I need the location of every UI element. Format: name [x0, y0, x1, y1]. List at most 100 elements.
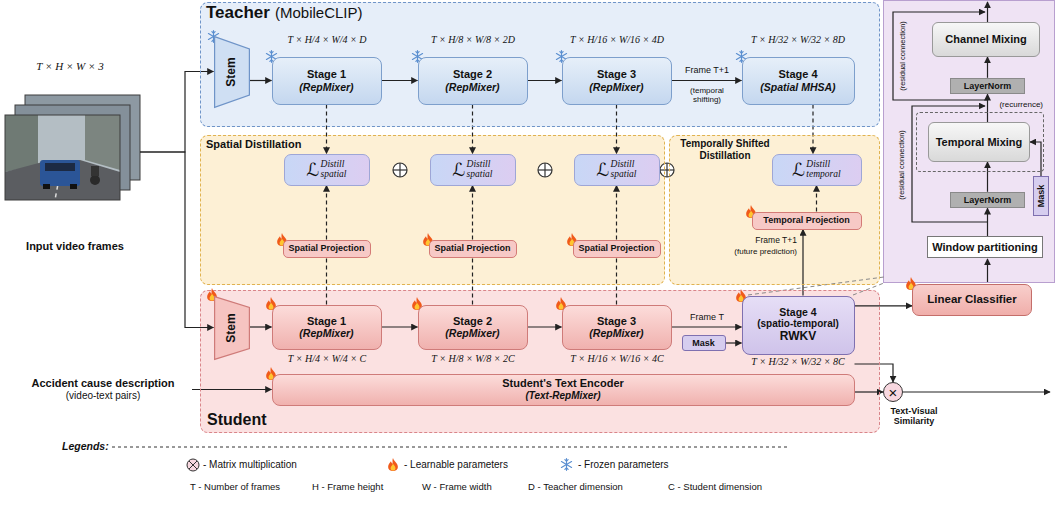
annotation: T × H/4 × W/4 × C	[265, 353, 389, 365]
legend-art	[112, 447, 790, 448]
node-text: Distill	[467, 160, 491, 170]
flow-arrow	[987, 162, 988, 192]
node-text: Linear Classifier	[927, 293, 1016, 306]
annotation: T × H/32 × W/32 × 8C	[736, 356, 860, 368]
node-text: Stage 3	[597, 315, 636, 328]
sum-symbol	[399, 163, 400, 177]
distillation-link	[326, 105, 327, 154]
distillation-link	[812, 105, 813, 154]
multiply-node: ×	[883, 382, 903, 402]
video-frames	[5, 115, 120, 200]
video-frames	[40, 160, 80, 186]
loss-scripts: Distillspatial	[611, 160, 637, 180]
text-input: Accident cause description(video-text pa…	[14, 368, 192, 410]
node-text: (RepMixer)	[299, 81, 353, 93]
sum-symbol	[538, 163, 552, 177]
video-frames	[5, 115, 120, 200]
annotation: T × H × W × 3	[20, 60, 120, 73]
norm-box: LayerNorm	[950, 192, 1025, 208]
projection-box: Temporal Projection	[752, 212, 862, 230]
annotation: T × H/16 × W/16 × 4D	[555, 34, 679, 46]
distillation-region: Spatial DistillationℒDistillspatialSpati…	[200, 135, 665, 285]
region-fill	[200, 2, 880, 127]
node-text: Accident cause description	[31, 377, 174, 390]
mixing-box: Temporal Mixing	[928, 122, 1030, 162]
annotation: (residual connection)	[898, 21, 907, 91]
loss-scripts: Distilltemporal	[806, 160, 840, 180]
flow-arrow	[802, 230, 803, 296]
flow-arrow	[1030, 142, 1041, 176]
node-text: spatial	[467, 170, 493, 180]
node-text: Stage 1	[307, 68, 346, 81]
annotation: Legends:	[62, 440, 109, 452]
node-text: Distill	[321, 160, 345, 170]
rwkv-stage: Stage 4(spatio-temporal)RWKV	[742, 296, 855, 355]
flow-arrow	[987, 57, 988, 78]
flow-arrow	[987, 94, 988, 122]
node-text: Mask	[692, 338, 715, 348]
text-encoder: Student's Text Encoder(Text-RepMixer)	[272, 374, 855, 406]
node-text: Temporal Mixing	[936, 136, 1023, 149]
legend-art	[561, 459, 571, 471]
partition-box: Window partitioning	[927, 236, 1043, 258]
flow-arrow	[987, 2, 988, 22]
node-text: Stage 1	[307, 315, 346, 328]
flow-arrow	[672, 326, 742, 327]
flow-arrow	[250, 326, 272, 327]
classifier-box: Linear Classifier	[912, 284, 1032, 316]
node-text: (Text-RepMixer)	[525, 390, 600, 402]
node-text: LayerNorm	[964, 195, 1012, 205]
node-text: ℒ	[792, 161, 805, 179]
loss-box: ℒDistilltemporal	[772, 154, 862, 186]
region-fill	[884, 1, 1055, 283]
node-text: Temporally Shifted Distillation	[675, 138, 775, 161]
teacher-stage: Stage 1(RepMixer)	[272, 57, 382, 105]
flow-arrow	[140, 72, 214, 153]
projection-box: Spatial Projection	[573, 240, 661, 258]
annotation: T × H/8 × W/8 × 2D	[411, 34, 535, 46]
rotated-text: Stem	[225, 57, 239, 86]
student-stage: Stage 1(RepMixer)	[272, 305, 382, 350]
rotated-text: Stem	[225, 313, 239, 342]
distillation-link	[616, 258, 617, 305]
loss-scripts: Distillspatial	[467, 160, 493, 180]
node-text: Stem	[225, 313, 239, 342]
video-frames	[85, 115, 120, 170]
node-text: (RepMixer)	[299, 327, 353, 339]
legend-art	[189, 461, 197, 469]
flow-arrow	[140, 152, 214, 328]
node-text: (recurrence)	[999, 100, 1043, 109]
node-text: Stage 4	[778, 68, 817, 81]
node-text: (video-text pairs)	[66, 390, 140, 402]
flow-arrow	[192, 389, 272, 390]
video-input: Input video frames	[5, 95, 145, 253]
annotation: D - Teacher dimension	[528, 482, 623, 493]
node-text: Stage 3	[597, 68, 636, 81]
node-text: LayerNorm	[964, 81, 1012, 91]
flow-arrow	[672, 80, 742, 81]
video-frames	[5, 115, 38, 172]
norm-box: LayerNorm	[950, 78, 1025, 94]
flow-arrow	[382, 80, 418, 81]
legend-art	[189, 461, 197, 469]
sum-symbol	[544, 163, 545, 177]
flow-arrow	[726, 342, 742, 343]
annotation: Frame T	[682, 312, 732, 322]
annotation: Frame T+1	[700, 236, 797, 246]
flow-arrow	[250, 80, 272, 81]
annotation: Frame T+1	[674, 65, 740, 75]
node-text: Teacher	[206, 3, 270, 22]
distillation-link	[472, 258, 473, 305]
teacher-stage: Stage 3(RepMixer)	[562, 57, 672, 105]
zoom-line	[748, 277, 884, 295]
node-text: Input video frames	[25, 240, 125, 253]
sum-symbol	[660, 163, 674, 177]
flow-arrow	[903, 391, 1050, 392]
stem-block: Stem	[214, 36, 250, 108]
flow-arrow	[903, 2, 1050, 392]
region-header: Spatial Distillation	[206, 138, 301, 151]
flow-arrow	[382, 326, 418, 327]
node-text: (RepMixer)	[445, 327, 499, 339]
